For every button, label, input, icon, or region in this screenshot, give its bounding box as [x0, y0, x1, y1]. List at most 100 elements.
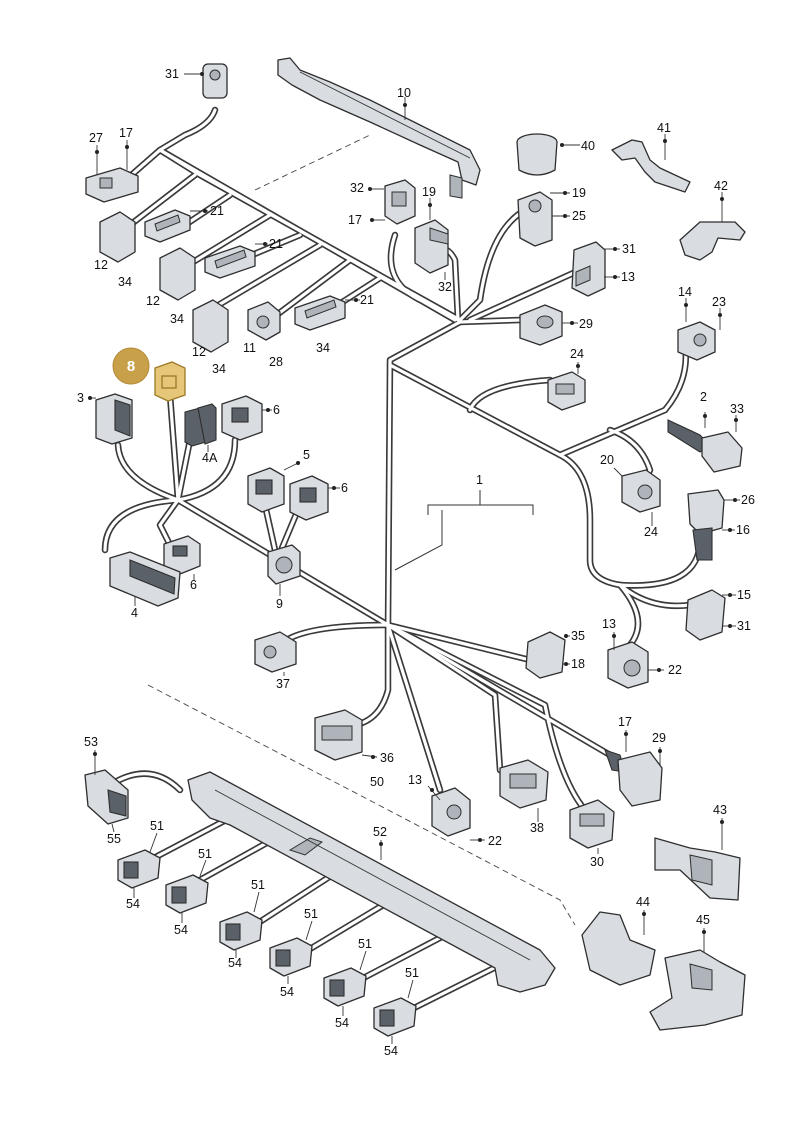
callout[interactable]: 16 — [736, 523, 750, 537]
connector-13-mid — [607, 641, 649, 689]
callout[interactable]: 31 — [165, 67, 179, 81]
sensor-20 — [621, 469, 661, 513]
connector-22-lower — [431, 787, 471, 837]
callout[interactable]: 28 — [269, 355, 283, 369]
callout[interactable]: 26 — [741, 493, 755, 507]
callout[interactable]: 11 — [243, 341, 256, 355]
callout[interactable]: 17 — [348, 213, 362, 227]
connector-53 — [84, 769, 129, 825]
callout[interactable]: 33 — [730, 402, 744, 416]
callout[interactable]: 51 — [150, 819, 164, 833]
callout[interactable]: 17 — [119, 126, 133, 140]
callout[interactable]: 12 — [192, 345, 206, 359]
callout[interactable]: 40 — [581, 139, 595, 153]
callout[interactable]: 34 — [212, 362, 226, 376]
callout[interactable]: 24 — [570, 347, 584, 361]
callout[interactable]: 21 — [360, 293, 374, 307]
callout[interactable]: 6 — [273, 403, 280, 417]
callout[interactable]: 54 — [228, 956, 242, 970]
connector-32-top — [384, 179, 416, 225]
connector-28 — [247, 301, 281, 341]
callout[interactable]: 6 — [190, 578, 197, 592]
callout[interactable]: 34 — [118, 275, 132, 289]
callout[interactable]: 51 — [358, 937, 372, 951]
callout[interactable]: 10 — [397, 86, 411, 100]
bracket-45 — [649, 949, 746, 1031]
callout[interactable]: 18 — [571, 657, 585, 671]
relay-6-top — [221, 395, 263, 441]
callout[interactable]: 42 — [714, 179, 728, 193]
callout[interactable]: 31 — [622, 242, 636, 256]
callout[interactable]: 37 — [276, 677, 290, 691]
relay-5 — [247, 467, 285, 513]
callout[interactable]: 36 — [380, 751, 394, 765]
callout[interactable]: 51 — [198, 847, 212, 861]
connector-35 — [525, 631, 566, 679]
connector-24-top — [547, 371, 586, 411]
bracket-41 — [611, 139, 691, 193]
injector-connector-3 — [219, 911, 263, 951]
callout[interactable]: 2 — [700, 390, 707, 404]
highlight-badge-8[interactable]: 8 — [112, 347, 150, 385]
connector-12-c — [192, 299, 229, 353]
callout[interactable]: 21 — [210, 204, 224, 218]
callout[interactable]: 51 — [251, 878, 265, 892]
callout[interactable]: 4A — [202, 451, 218, 465]
callout[interactable]: 15 — [737, 588, 751, 602]
connector-14 — [677, 321, 716, 361]
callout[interactable]: 54 — [126, 897, 140, 911]
callout[interactable]: 12 — [94, 258, 108, 272]
callout[interactable]: 38 — [530, 821, 544, 835]
callout[interactable]: 54 — [335, 1016, 349, 1030]
callout[interactable]: 22 — [668, 663, 682, 677]
callout[interactable]: 13 — [408, 773, 422, 787]
callout[interactable]: 34 — [316, 341, 330, 355]
callout[interactable]: 52 — [373, 825, 387, 839]
callout[interactable]: 45 — [696, 913, 710, 927]
connector-19-right — [517, 191, 553, 247]
leader-dots — [88, 72, 738, 934]
part-40-cup — [516, 133, 558, 176]
ecu-connector-4 — [109, 551, 181, 607]
callout[interactable]: 14 — [678, 285, 692, 299]
callout[interactable]: 27 — [89, 131, 103, 145]
callout[interactable]: 31 — [737, 619, 751, 633]
callout[interactable]: 34 — [170, 312, 184, 326]
callout[interactable]: 29 — [579, 317, 593, 331]
callout[interactable]: 32 — [350, 181, 364, 195]
callout[interactable]: 19 — [422, 185, 436, 199]
callout[interactable]: 21 — [269, 237, 283, 251]
callout[interactable]: 12 — [146, 294, 160, 308]
callout[interactable]: 54 — [384, 1044, 398, 1058]
callout[interactable]: 5 — [303, 448, 310, 462]
callout[interactable]: 9 — [276, 597, 283, 611]
callout[interactable]: 41 — [657, 121, 671, 135]
callout[interactable]: 20 — [600, 453, 614, 467]
callout[interactable]: 51 — [304, 907, 318, 921]
callout[interactable]: 13 — [602, 617, 616, 631]
callout[interactable]: 6 — [341, 481, 348, 495]
callout[interactable]: 54 — [174, 923, 188, 937]
callout[interactable]: 54 — [280, 985, 294, 999]
callout[interactable]: 13 — [621, 270, 635, 284]
callout[interactable]: 32 — [438, 280, 452, 294]
callout[interactable]: 25 — [572, 209, 586, 223]
callout[interactable]: 19 — [572, 186, 586, 200]
callout[interactable]: 43 — [713, 803, 727, 817]
callout[interactable]: 22 — [488, 834, 502, 848]
callout[interactable]: 53 — [84, 735, 98, 749]
callout[interactable]: 30 — [590, 855, 604, 869]
callout[interactable]: 1 — [476, 473, 483, 487]
callout[interactable]: 24 — [644, 525, 658, 539]
callout[interactable]: 23 — [712, 295, 726, 309]
callout[interactable]: 44 — [636, 895, 650, 909]
callout[interactable]: 3 — [77, 391, 84, 405]
fuel-rail-harness-52 — [187, 771, 556, 993]
callout[interactable]: 50 — [370, 775, 384, 789]
callout[interactable]: 35 — [571, 629, 585, 643]
callout[interactable]: 17 — [618, 715, 632, 729]
callout[interactable]: 4 — [131, 606, 138, 620]
callout[interactable]: 29 — [652, 731, 666, 745]
callout[interactable]: 55 — [107, 832, 121, 846]
callout[interactable]: 51 — [405, 966, 419, 980]
